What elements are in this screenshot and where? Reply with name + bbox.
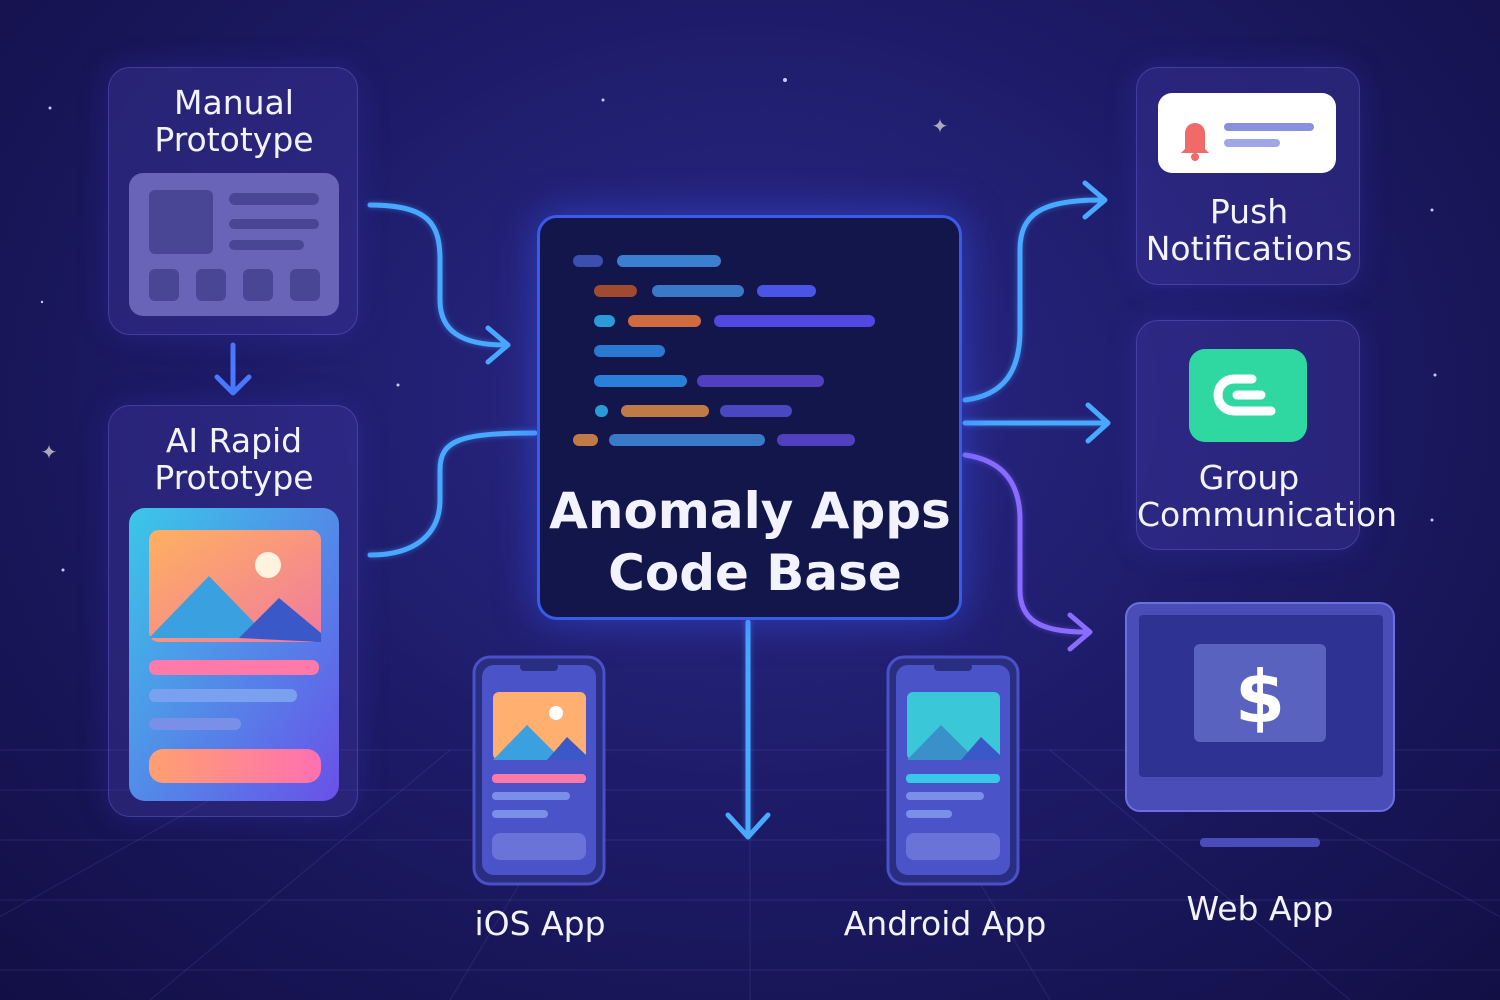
arrow-manual-to-ai — [214, 342, 252, 396]
svg-text:✦: ✦ — [932, 114, 949, 138]
core-title-line1: Anomaly Apps — [549, 482, 951, 540]
notification-banner-icon — [1158, 93, 1336, 173]
chat-icon — [1189, 349, 1307, 442]
push-notifications-label: Push Notifications — [1145, 192, 1353, 268]
group-communication-card: Group Communication — [1136, 320, 1398, 550]
core-title-line2: Code Base — [608, 544, 902, 602]
mobile-mockup-icon — [129, 508, 339, 801]
arrow-ai-to-core — [367, 430, 538, 558]
monitor-icon: $ — [1125, 602, 1395, 847]
manual-prototype-card: Manual Prototype — [108, 67, 358, 335]
android-app-label: Android App — [843, 904, 1047, 943]
android-phone-icon — [886, 655, 1020, 886]
ios-phone-icon — [472, 655, 606, 886]
ai-rapid-prototype-card: AI Rapid Prototype — [108, 405, 358, 817]
code-lines-icon — [573, 255, 875, 446]
ai-rapid-prototype-label: AI Rapid Prototype — [154, 421, 314, 497]
manual-prototype-label: Manual Prototype — [154, 83, 314, 159]
arrow-manual-to-core — [367, 202, 511, 365]
group-label-line: Group Communication — [1137, 458, 1398, 534]
dollar-icon: $ — [1235, 655, 1285, 739]
arrow-core-to-push — [962, 180, 1108, 403]
svg-text:✦: ✦ — [41, 440, 58, 464]
arrow-core-to-web — [962, 452, 1093, 652]
web-app-label: Web App — [1186, 889, 1334, 928]
arrow-core-down — [725, 619, 771, 840]
wireframe-icon — [129, 173, 339, 316]
ios-app-label: iOS App — [474, 904, 606, 943]
push-notifications-card: Push Notifications — [1136, 67, 1360, 285]
arrow-core-to-group — [962, 402, 1111, 444]
code-base-card: Anomaly Apps Code Base — [537, 215, 962, 620]
